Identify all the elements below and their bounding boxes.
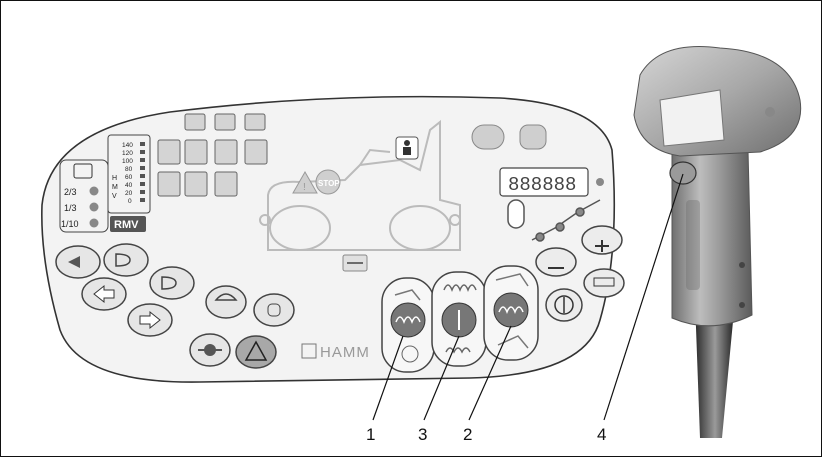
- low-beam-icon: [161, 276, 177, 290]
- low-amplitude-icon: [445, 347, 471, 354]
- callout-lines: [372, 173, 684, 421]
- vibration-pod-left: [381, 277, 435, 373]
- scale-value: 140: [122, 142, 133, 149]
- roller-front-icon: [495, 273, 529, 287]
- headlight-icon: [115, 253, 131, 267]
- transmission-icon: [519, 124, 547, 150]
- engine-icon: [214, 113, 236, 131]
- power-icon: [554, 295, 574, 315]
- work-light-icon: [214, 293, 238, 301]
- hmv-letter: M: [112, 184, 118, 191]
- turn-left-button[interactable]: [81, 277, 127, 311]
- speed-scale: 140 120 100 80 60 40 20 0 H M V: [107, 134, 151, 214]
- callout-4: 4: [597, 425, 606, 444]
- vibration-button-left[interactable]: [390, 302, 426, 338]
- hazard-triangle-icon: [244, 340, 268, 361]
- amplitude-graph-icon: [507, 199, 601, 242]
- hmv-letter: H: [112, 175, 117, 182]
- parking-brake-button[interactable]: [189, 333, 231, 367]
- hazard-button[interactable]: [235, 335, 277, 369]
- fraction-label: 1/10: [61, 219, 79, 229]
- joystick-paddle[interactable]: [659, 89, 725, 147]
- fraction-label: 1/3: [64, 203, 77, 213]
- increase-button[interactable]: [581, 225, 623, 255]
- fuel-led: [89, 202, 99, 212]
- axle-icon: [342, 254, 368, 272]
- callout-2: 2: [463, 425, 472, 444]
- memory-button[interactable]: [583, 268, 625, 298]
- joystick-rod: [695, 300, 735, 438]
- arrow-right-icon: [139, 310, 161, 330]
- hamm-logo: HAMM: [301, 343, 370, 361]
- digital-display: 888888: [499, 167, 604, 197]
- headlight-button[interactable]: [103, 243, 149, 277]
- blank-lamp: [157, 139, 181, 165]
- horn-button[interactable]: [55, 245, 101, 279]
- exclamation-icon: !: [303, 182, 306, 193]
- rmv-label: RMV: [114, 219, 139, 231]
- rmv-badge: RMV: [110, 216, 146, 232]
- beacon-icon: [267, 303, 281, 317]
- memory-icon: [593, 277, 615, 287]
- fuel-pump-icon: [73, 163, 93, 179]
- coolant-icon: [214, 139, 238, 165]
- fraction-label: 2/3: [64, 187, 77, 197]
- horn-icon: [68, 256, 80, 268]
- brand-text: HAMM: [320, 344, 370, 361]
- fuel-led: [89, 218, 99, 228]
- display-readout: 888888: [508, 174, 576, 196]
- stop-light: STOP: [315, 169, 341, 195]
- hazard-warning-light: !: [292, 170, 318, 194]
- work-light-button[interactable]: [205, 285, 247, 319]
- scale-value: 60: [125, 174, 133, 181]
- joystick: [633, 46, 802, 438]
- turn-right-button[interactable]: [127, 303, 173, 337]
- operator-seat-icon: [395, 136, 419, 160]
- battery-icon: [184, 113, 206, 131]
- vibration-pod-right: [483, 265, 539, 361]
- callout-3: 3: [418, 425, 427, 444]
- vibration-pod-center: [431, 271, 487, 367]
- low-beam-button[interactable]: [149, 266, 195, 300]
- scale-value: 80: [125, 166, 133, 173]
- oil-filter-icon: [244, 139, 268, 165]
- beacon-button[interactable]: [253, 293, 295, 327]
- arrow-left-icon: [93, 284, 115, 304]
- warning-lights: [157, 113, 268, 197]
- oil-temp-icon: [184, 171, 208, 197]
- scale-value: 40: [125, 182, 133, 189]
- filter-icon: [244, 113, 266, 131]
- vibration-wave-icon: [498, 306, 524, 315]
- joystick-side-button[interactable]: [669, 161, 697, 185]
- power-off-button[interactable]: [545, 288, 583, 322]
- scale-value: 120: [122, 150, 133, 157]
- brake-release-icon: [471, 124, 505, 150]
- decrease-button[interactable]: [535, 247, 577, 277]
- high-amplitude-icon: [443, 284, 477, 293]
- scale-value: 100: [122, 158, 133, 165]
- stop-label: STOP: [318, 179, 340, 188]
- hydraulic-icon: [184, 139, 208, 165]
- scale-value: 0: [128, 198, 132, 205]
- vibration-wave-icon: [395, 316, 421, 325]
- callout-1: 1: [366, 425, 375, 444]
- hmv-letter: V: [112, 193, 117, 200]
- blank-lamp: [157, 171, 181, 197]
- scale-value: 20: [125, 190, 133, 197]
- drum-icon: [394, 289, 421, 301]
- fuel-led: [89, 186, 99, 196]
- swirl-icon: [401, 345, 419, 363]
- oil-pressure-icon: [214, 171, 238, 197]
- roller-rear-icon: [497, 335, 529, 349]
